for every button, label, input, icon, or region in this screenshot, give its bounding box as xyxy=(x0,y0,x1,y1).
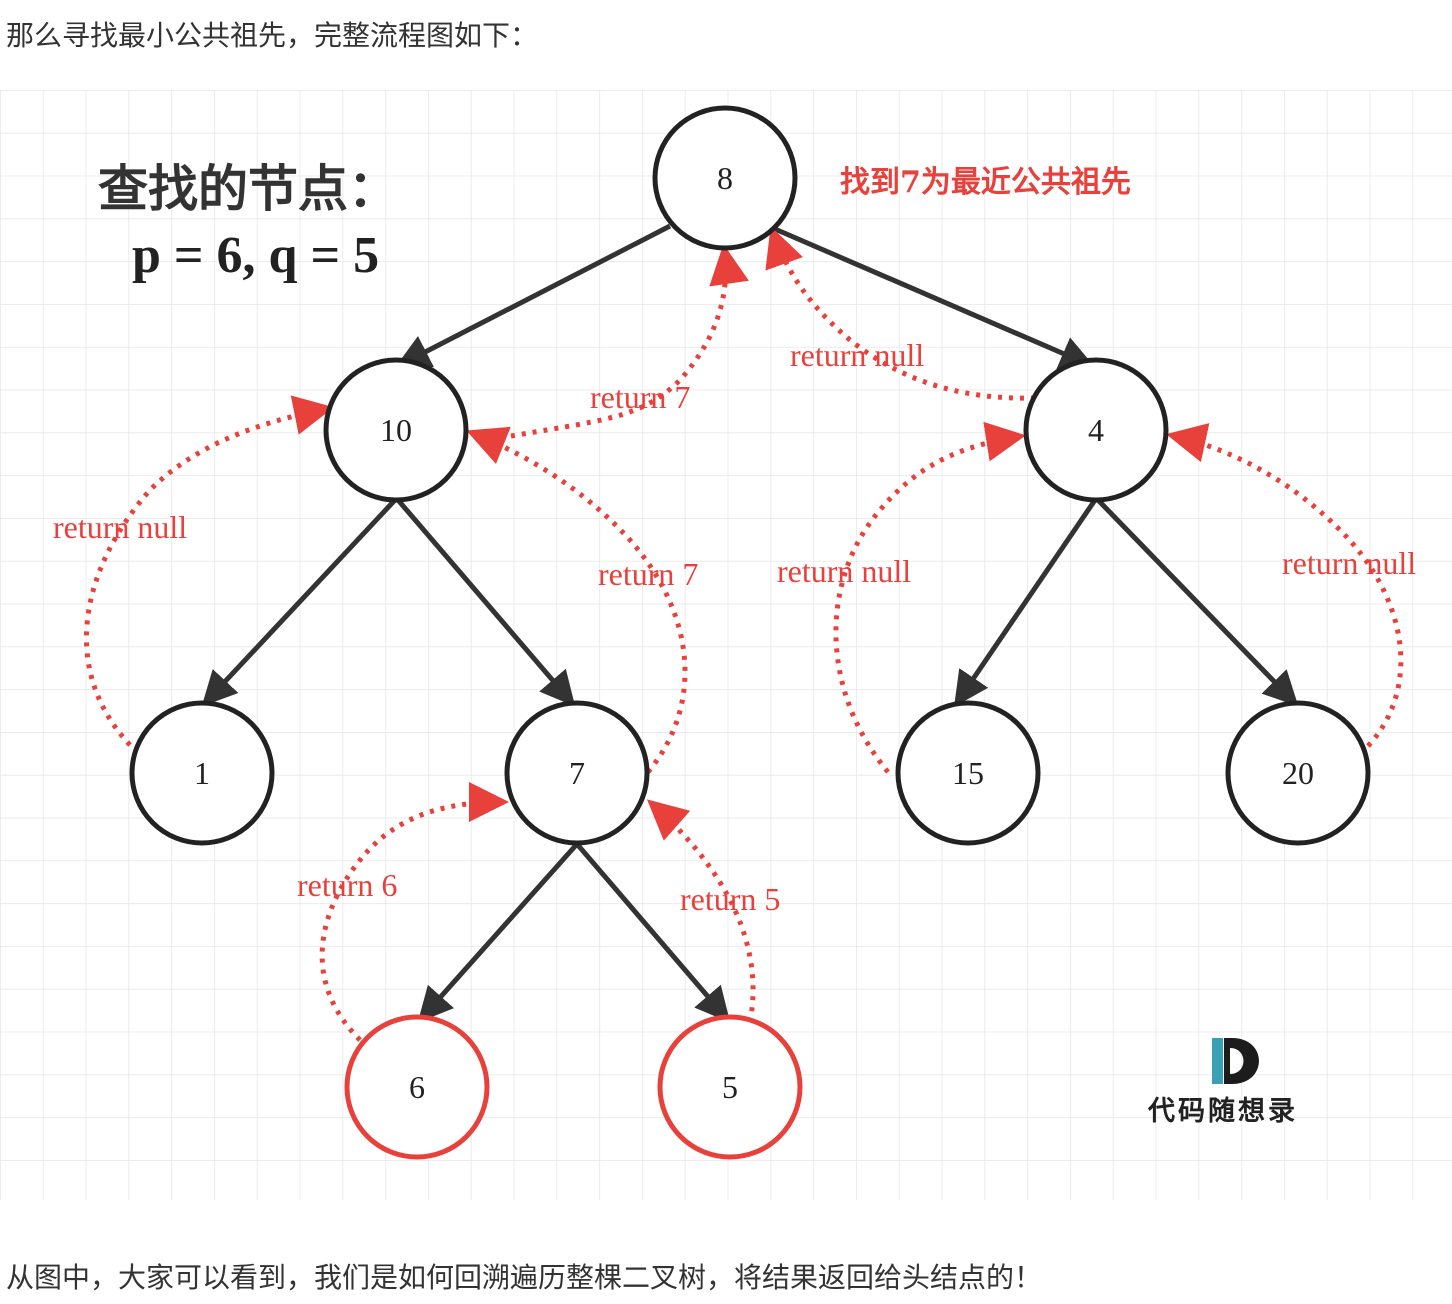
tree-edges xyxy=(201,223,1299,1023)
logo-mark-bar xyxy=(1212,1038,1223,1084)
return-label-5: return 5 xyxy=(680,881,780,917)
node-7-label: 7 xyxy=(569,755,585,791)
return-label-15: return null xyxy=(777,553,911,589)
edge-7-5 xyxy=(575,842,731,1023)
caption-top: 那么寻找最小公共祖先，完整流程图如下： xyxy=(6,19,539,52)
node-4: 4 xyxy=(1023,357,1169,503)
lca-flow-diagram: 8 10 4 1 7 15 20 6 5 return null return … xyxy=(0,90,1452,1200)
node-5: 5 xyxy=(657,1014,803,1160)
edge-10-7 xyxy=(396,498,576,707)
edge-7-6 xyxy=(417,842,579,1023)
node-20-label: 20 xyxy=(1282,755,1314,791)
return-label-6: return 6 xyxy=(297,867,397,903)
node-15: 15 xyxy=(895,700,1041,846)
node-10: 10 xyxy=(323,357,469,503)
query-title: 查找的节点： xyxy=(98,159,398,218)
node-7: 7 xyxy=(504,700,650,846)
return-label-20: return null xyxy=(1282,545,1416,581)
node-10-label: 10 xyxy=(380,412,412,448)
return-label-4: return null xyxy=(790,337,924,373)
node-1-label: 1 xyxy=(194,755,210,791)
node-6-label: 6 xyxy=(409,1069,425,1105)
node-20: 20 xyxy=(1225,700,1371,846)
logo: D 代码随想录 xyxy=(1147,1038,1298,1127)
edge-4-15 xyxy=(953,498,1098,707)
logo-text: 代码随想录 xyxy=(1147,1096,1298,1127)
edge-8-4 xyxy=(767,223,1096,370)
node-1: 1 xyxy=(129,700,275,846)
return-label-7a: return 7 xyxy=(590,379,690,415)
caption-bottom: 从图中，大家可以看到，我们是如何回溯遍历整棵二叉树，将结果返回给头结点的！ xyxy=(6,1261,1043,1294)
return-arrow-1 xyxy=(83,395,334,747)
node-5-label: 5 xyxy=(722,1069,738,1105)
edge-10-1 xyxy=(201,498,397,707)
node-8-label: 8 xyxy=(717,160,733,196)
return-arrow-7b xyxy=(466,426,688,774)
return-arrow-20 xyxy=(1166,423,1404,748)
query-expression: p = 6, q = 5 xyxy=(132,227,379,284)
edge-8-10 xyxy=(394,223,672,369)
return-label-1: return null xyxy=(53,509,187,545)
logo-mark-d xyxy=(1224,1038,1259,1084)
edge-4-20 xyxy=(1096,498,1299,707)
return-labels: return null return 6 return 5 return 7 r… xyxy=(53,337,1416,917)
node-15-label: 15 xyxy=(952,755,984,791)
node-6: 6 xyxy=(344,1014,490,1160)
result-note: 找到7为最近公共祖先 xyxy=(840,165,1131,200)
return-label-7b: return 7 xyxy=(598,556,698,592)
tree-nodes: 8 10 4 1 7 15 20 6 5 xyxy=(129,105,1371,1160)
return-arrows xyxy=(83,226,1404,1042)
return-arrow-6 xyxy=(319,782,509,1042)
return-arrow-15 xyxy=(833,421,1026,774)
node-4-label: 4 xyxy=(1088,412,1104,448)
node-8: 8 xyxy=(652,105,798,251)
